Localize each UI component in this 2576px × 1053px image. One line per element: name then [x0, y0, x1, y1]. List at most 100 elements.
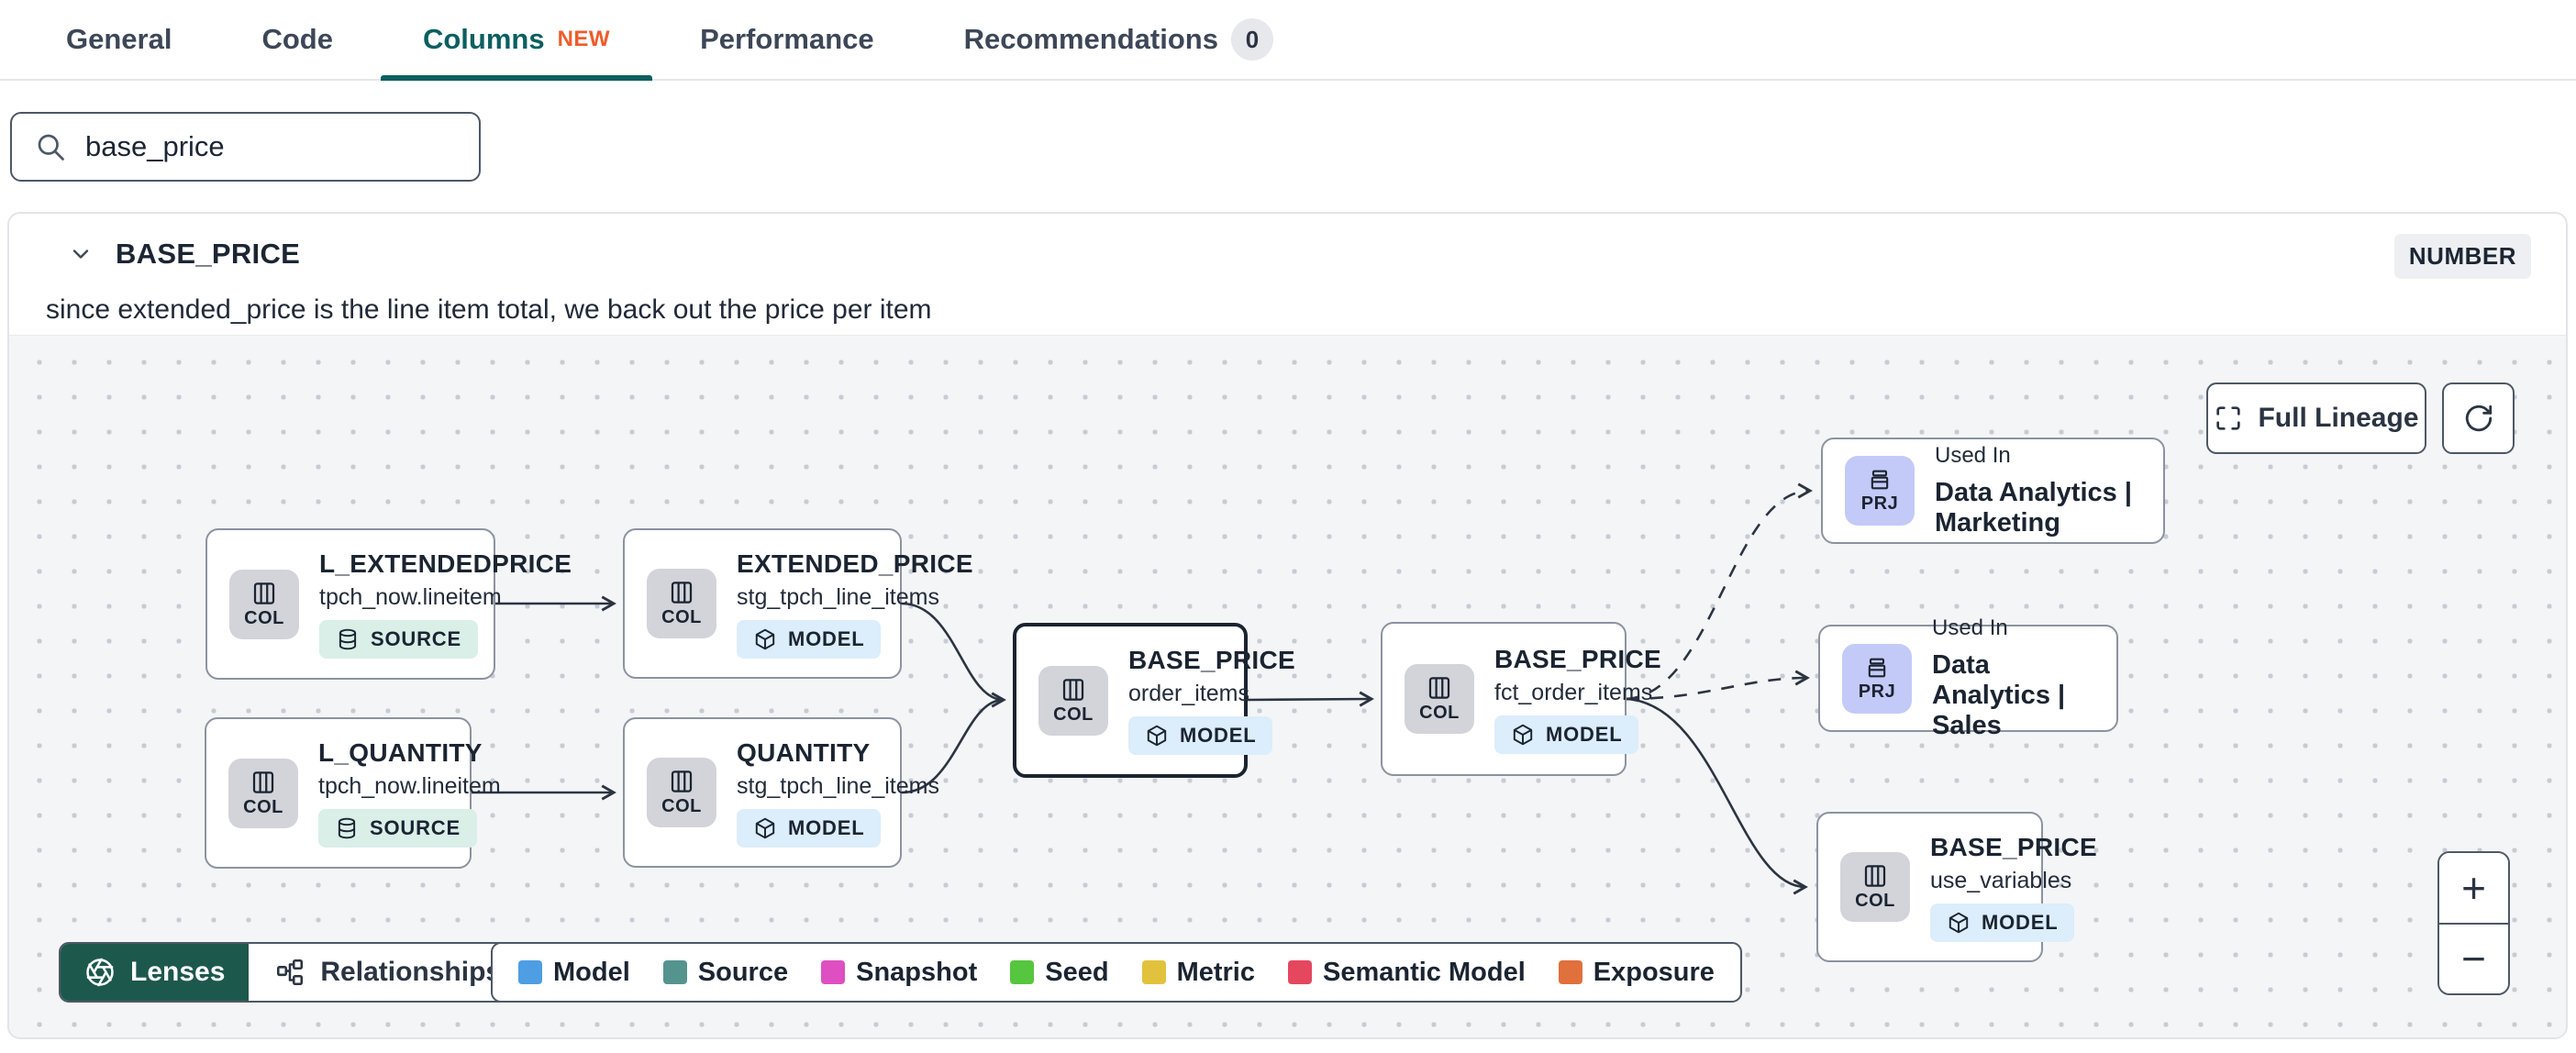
used-in-label: Used In — [1935, 443, 2011, 468]
column-kind-chip: COL — [229, 569, 299, 639]
column-kind-chip: COL — [1840, 852, 1910, 922]
archive-icon — [1868, 658, 1886, 677]
model-type-badge: MODEL — [1128, 716, 1273, 755]
search-row — [0, 81, 2576, 182]
lineage-node-extended-price[interactable]: COL EXTENDED_PRICE stg_tpch_line_items M… — [623, 528, 973, 679]
search-input[interactable] — [85, 130, 457, 163]
tab-columns-label: Columns — [422, 23, 545, 55]
legend-label: Semantic Model — [1322, 957, 1526, 987]
legend-swatch — [1287, 960, 1312, 984]
cube-icon — [1147, 725, 1167, 747]
data-type-badge: NUMBER — [2393, 234, 2531, 279]
project-kind-chip: PRJ — [1842, 643, 1912, 714]
expand-icon — [2216, 406, 2241, 430]
lineage-node-base-price-order-items[interactable]: COL BASE_PRICE order_items MODEL — [1013, 623, 1295, 778]
legend-label: Model — [553, 957, 630, 987]
legend-item-exposure: Exposure — [1558, 957, 1715, 988]
column-kind-chip: COL — [228, 758, 298, 828]
kind-label: COL — [661, 607, 702, 627]
legend-swatch — [518, 960, 542, 984]
zoom-controls: + − — [2437, 851, 2510, 995]
type-label: SOURCE — [370, 816, 461, 839]
project-kind-chip: PRJ — [1845, 456, 1915, 526]
tab-bar: General Code Columns NEW Performance Rec… — [0, 0, 2576, 81]
cube-icon — [1949, 912, 1969, 933]
aperture-icon — [86, 958, 114, 987]
node-title: BASE_PRICE — [1128, 646, 1295, 674]
zoom-out-button[interactable]: − — [2439, 924, 2508, 993]
lineage-node-base-price-use-variables[interactable]: COL BASE_PRICE use_variables MODEL — [1816, 812, 2097, 962]
cube-icon — [755, 817, 775, 838]
tab-code[interactable]: Code — [219, 0, 375, 79]
node-title: QUANTITY — [737, 737, 871, 767]
columns-icon — [253, 582, 275, 604]
legend-item-semantic-model: Semantic Model — [1287, 957, 1526, 988]
lenses-button[interactable]: Lenses — [61, 944, 250, 1001]
lineage-node-l-extendedprice[interactable]: COL L_EXTENDEDPRICE tpch_now.lineitem SO… — [205, 528, 572, 680]
node-type-legend: Model Source Snapshot Seed Metric Semant… — [491, 942, 1742, 1003]
legend-label: Exposure — [1593, 957, 1715, 987]
lineage-node-exposure-sales[interactable]: PRJ Used In Data Analytics | Sales — [1818, 615, 2118, 740]
legend-label: Metric — [1176, 957, 1255, 987]
lineage-node-exposure-marketing[interactable]: PRJ Used In Data Analytics | Marketing — [1821, 438, 2165, 544]
tab-performance[interactable]: Performance — [658, 0, 916, 79]
columns-icon — [252, 770, 274, 793]
relationships-label: Relationships — [320, 957, 502, 987]
columns-icon — [1428, 677, 1450, 699]
tab-code-label: Code — [261, 23, 333, 55]
model-type-badge: MODEL — [1494, 715, 1639, 754]
exposure-title: Data Analytics | Marketing — [1935, 478, 2132, 538]
chevron-down-icon[interactable] — [68, 241, 94, 267]
zoom-in-button[interactable]: + — [2439, 853, 2508, 925]
legend-swatch — [1141, 960, 1166, 984]
node-subtitle: tpch_now.lineitem — [318, 773, 501, 799]
node-subtitle: stg_tpch_line_items — [737, 772, 939, 799]
lenses-label: Lenses — [130, 957, 226, 987]
legend-item-source: Source — [662, 957, 789, 988]
column-description: since extended_price is the line item to… — [46, 294, 932, 325]
cube-icon — [1513, 724, 1533, 745]
legend-item-snapshot: Snapshot — [821, 958, 977, 988]
search-icon — [38, 134, 64, 161]
node-subtitle: tpch_now.lineitem — [319, 584, 502, 610]
model-type-badge: MODEL — [737, 808, 882, 848]
node-title: EXTENDED_PRICE — [737, 549, 973, 578]
columns-icon — [1864, 865, 1886, 887]
model-type-badge: MODEL — [737, 619, 882, 659]
database-icon — [339, 628, 357, 650]
full-lineage-button[interactable]: Full Lineage — [2206, 382, 2426, 454]
lineage-node-l-quantity[interactable]: COL L_QUANTITY tpch_now.lineitem SOURCE — [205, 717, 501, 869]
kind-label: PRJ — [1860, 493, 1899, 514]
source-type-badge: SOURCE — [319, 620, 478, 659]
lineage-canvas[interactable]: COL L_EXTENDEDPRICE tpch_now.lineitem SO… — [9, 335, 2566, 1037]
legend-swatch — [1010, 960, 1035, 984]
tab-columns[interactable]: Columns NEW — [380, 0, 653, 81]
type-label: MODEL — [788, 815, 865, 839]
search-box[interactable] — [10, 112, 481, 182]
full-lineage-label: Full Lineage — [2258, 403, 2419, 433]
source-type-badge: SOURCE — [318, 809, 477, 848]
type-label: SOURCE — [371, 627, 461, 650]
tab-recommendations-label: Recommendations — [963, 23, 1218, 55]
lineage-node-quantity[interactable]: COL QUANTITY stg_tpch_line_items MODEL — [623, 717, 939, 868]
type-label: MODEL — [1180, 724, 1257, 747]
legend-item-metric: Metric — [1141, 957, 1255, 988]
tab-recommendations[interactable]: Recommendations 0 — [922, 0, 1316, 79]
kind-label: COL — [244, 607, 284, 628]
refresh-button[interactable] — [2442, 382, 2515, 454]
used-in-label: Used In — [1932, 615, 2008, 640]
lineage-node-base-price-fct-order-items[interactable]: COL BASE_PRICE fct_order_items MODEL — [1381, 622, 1661, 776]
column-kind-chip: COL — [1405, 664, 1474, 734]
network-icon — [277, 959, 304, 986]
node-title: BASE_PRICE — [1930, 832, 2097, 861]
columns-icon — [1062, 678, 1084, 701]
kind-label: COL — [243, 796, 283, 817]
tab-general-label: General — [66, 23, 172, 55]
legend-swatch — [662, 960, 687, 984]
column-card: BASE_PRICE NUMBER since extended_price i… — [7, 212, 2568, 1039]
tab-general[interactable]: General — [24, 0, 214, 79]
database-icon — [338, 817, 356, 839]
node-title: L_EXTENDEDPRICE — [319, 549, 572, 578]
legend-swatch — [821, 960, 846, 984]
legend-label: Source — [697, 957, 789, 987]
